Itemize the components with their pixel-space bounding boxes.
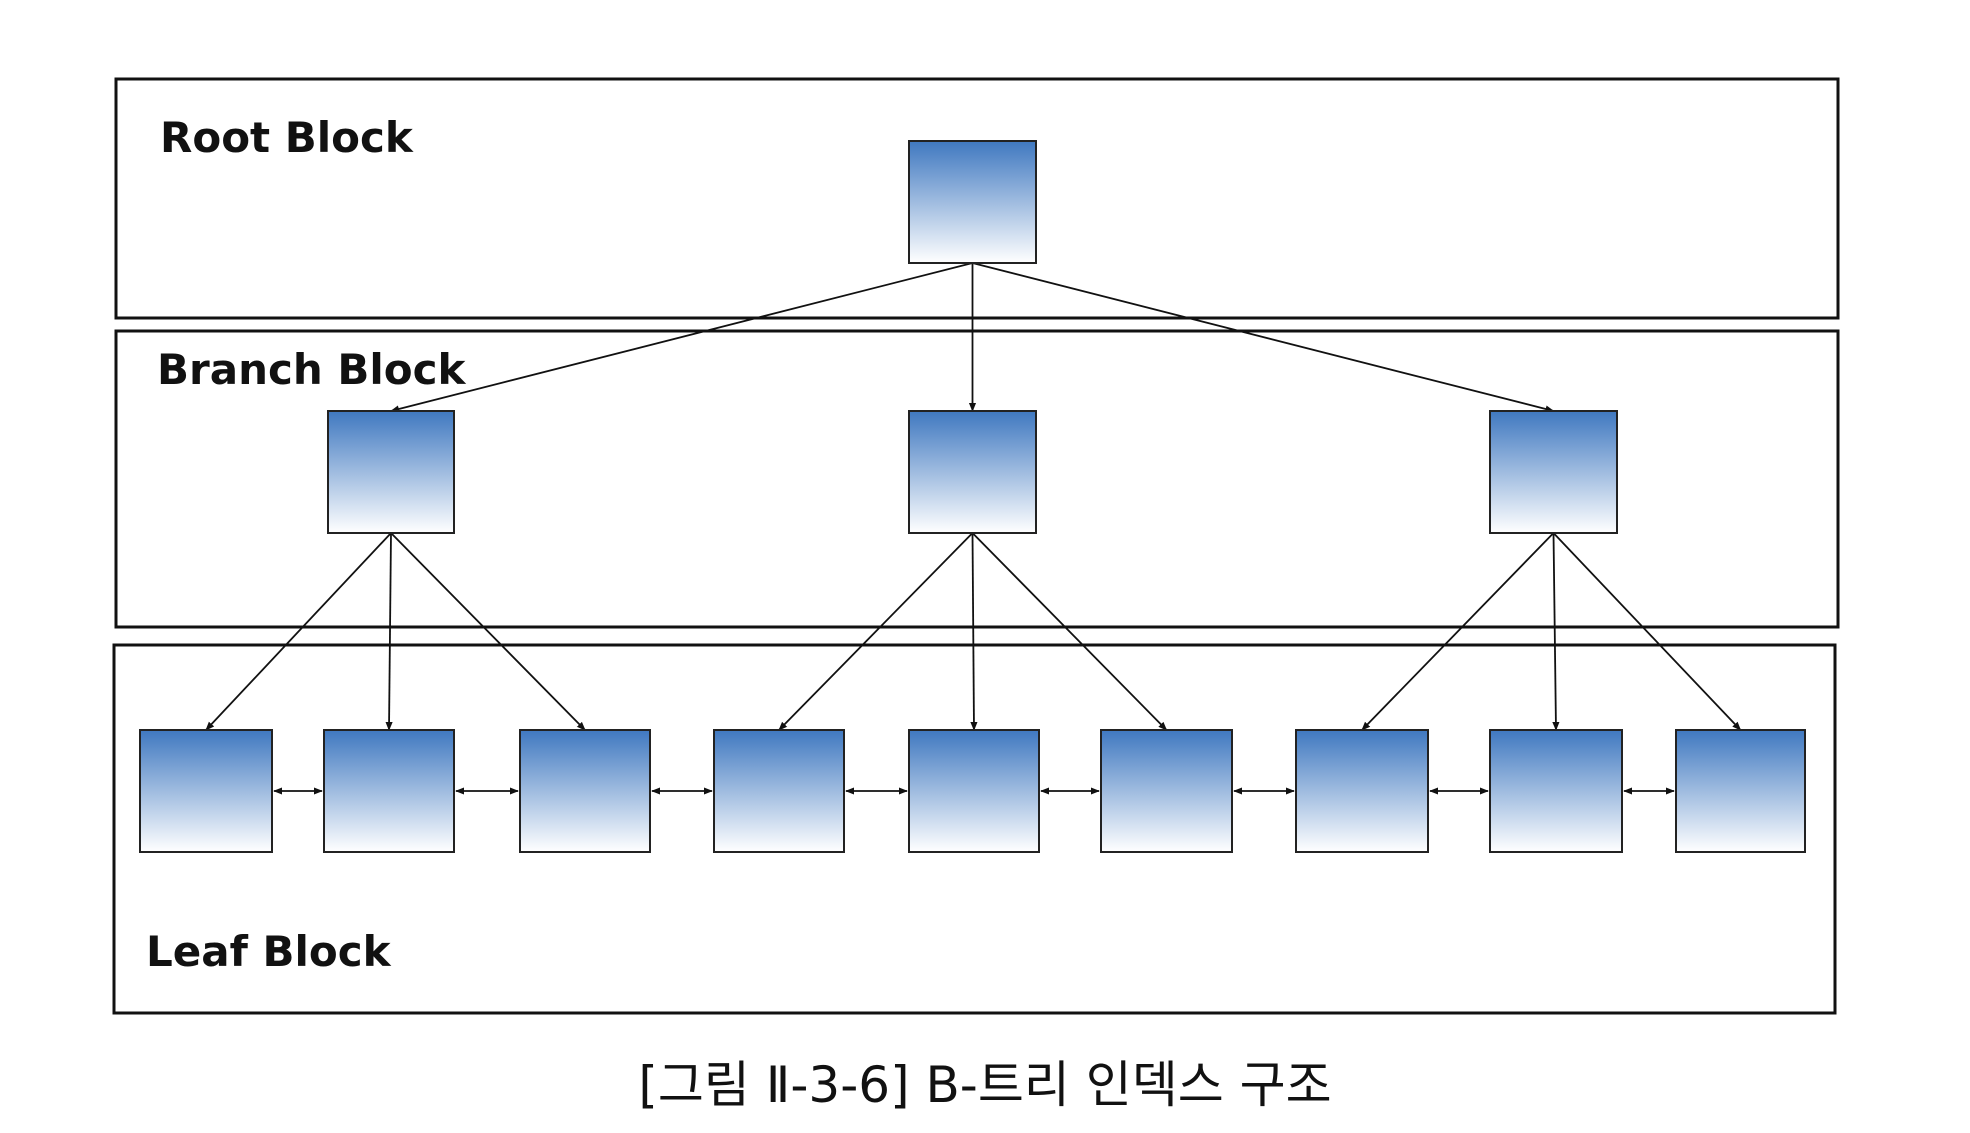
leaf-node-9 [1675,729,1806,853]
root-block-label: Root Block [160,113,414,162]
edge-root-node-to-branch-node-1 [390,262,973,413]
leaf-node-7 [1295,729,1429,853]
edge-branch-node-1-to-leaf-node-2 [385,532,393,731]
edge-branch-node-1-to-leaf-node-3 [390,532,586,731]
branch-block-label: Branch Block [157,345,467,394]
leaf-node-8 [1489,729,1623,853]
leaf-node-3 [519,729,651,853]
leaf-node-6 [1100,729,1233,853]
edge-layer [205,262,1742,731]
leaf-block-label: Leaf Block [146,927,392,976]
branch-node-3 [1489,410,1618,534]
leaf-node-4 [713,729,845,853]
edge-root-node-to-branch-node-3 [972,262,1555,413]
edge-branch-node-1-to-leaf-node-1 [205,532,392,731]
leaf-node-1 [139,729,273,853]
edge-branch-node-3-to-leaf-node-7 [1361,532,1555,731]
edge-branch-node-3-to-leaf-node-9 [1552,532,1742,731]
leaf-node-2 [323,729,455,853]
root-node [908,140,1037,264]
node-layer [139,140,1806,853]
edge-branch-node-3-to-leaf-node-8 [1552,532,1560,731]
edge-branch-node-2-to-leaf-node-6 [971,532,1168,731]
edge-branch-node-2-to-leaf-node-5 [970,532,978,731]
figure-caption: [그림 Ⅱ-3-6] B-트리 인덱스 구조 [638,1056,1331,1114]
branch-node-1 [327,410,455,534]
branch-node-2 [908,410,1037,534]
edge-branch-node-2-to-leaf-node-4 [778,532,974,731]
leaf-node-5 [908,729,1040,853]
